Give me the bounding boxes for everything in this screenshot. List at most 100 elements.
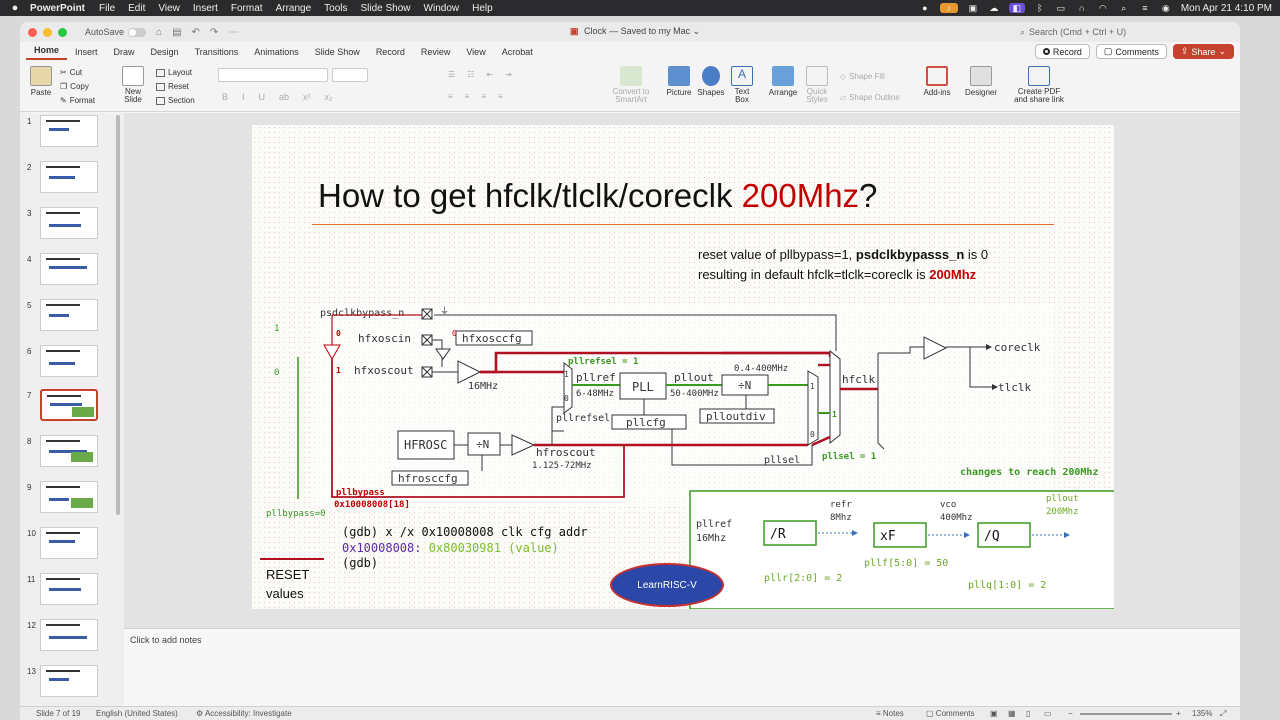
slide-thumbnail[interactable] — [40, 207, 98, 239]
slide-thumbnail-row[interactable]: 3 — [20, 207, 124, 247]
record-status-icon[interactable]: ● — [922, 3, 928, 13]
align-center-icon[interactable]: ≡ — [464, 92, 470, 101]
tab-record[interactable]: Record — [375, 47, 405, 57]
normal-view-icon[interactable]: ▣ — [990, 709, 998, 718]
superscript-icon[interactable]: x² — [303, 92, 311, 102]
undo-icon[interactable]: ↶ — [191, 26, 200, 38]
thumbnail-scrollbar[interactable] — [116, 115, 120, 515]
redo-icon[interactable]: ↷ — [209, 26, 219, 38]
slide-thumbnail[interactable] — [40, 573, 98, 605]
microphone-icon[interactable]: ♪ — [939, 3, 958, 13]
menu-help[interactable]: Help — [472, 2, 493, 14]
designer-button[interactable]: Designer — [962, 66, 1000, 97]
share-button[interactable]: ⇪Share⌄ — [1172, 44, 1234, 59]
slide-thumbnail-row[interactable]: 8 — [20, 435, 124, 475]
new-slide-button[interactable]: New Slide — [118, 66, 148, 104]
menu-tools[interactable]: Tools — [324, 2, 348, 14]
reset-values-label[interactable]: RESET values — [266, 567, 310, 601]
underline-icon[interactable]: U — [258, 92, 266, 102]
menu-file[interactable]: File — [99, 2, 116, 14]
menu-edit[interactable]: Edit — [128, 2, 146, 14]
gdb-line3[interactable]: (gdb) — [342, 556, 379, 570]
comments-status-button[interactable]: ▢ Comments — [926, 709, 974, 718]
slide-thumbnail-row[interactable]: 6 — [20, 345, 124, 385]
slide-thumbnail[interactable] — [40, 435, 98, 467]
slide-thumbnail-row[interactable]: 2 — [20, 161, 124, 201]
reset-text-line1[interactable]: reset value of pllbypass=1, psdclkbypass… — [698, 247, 988, 262]
bluetooth-icon[interactable]: ᛒ — [1037, 3, 1043, 13]
menu-arrange[interactable]: Arrange — [275, 2, 312, 14]
minimize-window-button[interactable] — [43, 27, 52, 37]
slide-sorter-icon[interactable]: ▦ — [1008, 709, 1016, 718]
menubar-clock[interactable]: Mon Apr 21 4:10 PM — [1180, 2, 1272, 14]
slide-thumbnail[interactable] — [40, 665, 98, 697]
tab-slideshow[interactable]: Slide Show — [314, 47, 360, 57]
home-icon[interactable]: ⌂ — [156, 26, 163, 38]
notes-button[interactable]: ≡ Notes — [876, 709, 904, 718]
save-icon[interactable]: ▤ — [172, 26, 182, 38]
cloud-icon[interactable]: ☁ — [989, 3, 999, 13]
quick-styles-button[interactable]: Quick Styles — [802, 66, 832, 104]
arrange-button[interactable]: Arrange — [766, 66, 800, 97]
slide-thumbnail-row[interactable]: 11 — [20, 573, 124, 613]
strikethrough-icon[interactable]: ab — [279, 92, 290, 102]
autosave-toggle[interactable] — [128, 27, 147, 37]
search-icon[interactable]: ⌕ — [1121, 3, 1127, 13]
zoom-slider[interactable] — [1080, 713, 1172, 715]
slide-thumbnail-row[interactable]: 4 — [20, 253, 124, 293]
maximize-window-button[interactable] — [58, 27, 67, 37]
layout-button[interactable]: Layout — [156, 68, 192, 77]
slide-thumbnail[interactable] — [40, 253, 98, 285]
italic-icon[interactable]: I — [242, 92, 245, 102]
record-button[interactable]: Record — [1034, 44, 1090, 59]
apple-icon[interactable]: ● — [11, 2, 19, 14]
tab-design[interactable]: Design — [150, 47, 179, 57]
addins-button[interactable]: Add-ins — [920, 66, 954, 97]
tab-animations[interactable]: Animations — [254, 47, 299, 57]
menu-view[interactable]: View — [158, 2, 180, 14]
focus-icon[interactable]: ◧ — [1008, 3, 1025, 13]
comments-button[interactable]: ▢Comments — [1095, 44, 1167, 59]
menu-format[interactable]: Format — [230, 2, 263, 14]
slide-thumbnail[interactable] — [40, 527, 98, 559]
slide-thumbnail-row[interactable]: 13 — [20, 665, 124, 705]
zoom-level[interactable]: 135% — [1192, 709, 1213, 718]
status-accessibility[interactable]: ⚙ Accessibility: Investigate — [196, 709, 292, 718]
menu-slideshow[interactable]: Slide Show — [360, 2, 411, 14]
indent-icon[interactable]: ⇤ — [486, 70, 494, 79]
bold-icon[interactable]: B — [222, 92, 229, 102]
slide-thumbnail-row[interactable]: 1 — [20, 115, 124, 155]
tab-view[interactable]: View — [466, 47, 486, 57]
slide[interactable]: How to get hfclk/tlclk/coreclk 200Mhz? r… — [252, 125, 1114, 609]
close-window-button[interactable] — [28, 27, 37, 37]
font-name-dropdown[interactable] — [218, 68, 328, 82]
reading-view-icon[interactable]: ▯ — [1026, 709, 1031, 718]
gdb-line2[interactable]: 0x10008008: 0x80030981 (value) — [342, 541, 559, 555]
screen-icon[interactable]: ▣ — [968, 3, 978, 13]
menu-app-name[interactable]: PowerPoint — [30, 2, 86, 14]
tab-acrobat[interactable]: Acrobat — [501, 47, 533, 57]
slide-title[interactable]: How to get hfclk/tlclk/coreclk 200Mhz? — [318, 177, 877, 215]
zoom-out-icon[interactable]: − — [1068, 709, 1073, 718]
cut-button[interactable]: ✂Cut — [60, 68, 82, 77]
slide-thumbnail[interactable] — [40, 481, 98, 513]
justify-icon[interactable]: ≡ — [498, 92, 503, 101]
slide-thumbnail[interactable] — [40, 161, 98, 193]
menu-window[interactable]: Window — [423, 2, 460, 14]
slide-thumbnail-row[interactable]: 10 — [20, 527, 124, 567]
clock-diagram[interactable]: psdclkbypass_n ⏚ hfxoscin hfxosccfg hfxo… — [252, 125, 1114, 609]
search-box[interactable]: ⌕ Search (Cmd + Ctrl + U) — [1020, 25, 1210, 39]
slide-thumbnail[interactable] — [40, 299, 98, 331]
format-painter-button[interactable]: ✎Format — [60, 96, 95, 105]
tab-review[interactable]: Review — [420, 47, 451, 57]
wifi-icon[interactable]: ◠ — [1098, 3, 1107, 13]
control-center-icon[interactable]: ≡ — [1142, 3, 1148, 13]
tab-insert[interactable]: Insert — [75, 47, 98, 57]
textbox-button[interactable]: A Text Box — [728, 66, 756, 104]
shape-outline-button[interactable]: ▱Shape Outline — [840, 93, 900, 102]
shapes-button[interactable]: Shapes — [696, 66, 726, 97]
copy-button[interactable]: ❐Copy — [60, 82, 89, 91]
zoom-in-icon[interactable]: + — [1176, 709, 1181, 718]
document-title[interactable]: ▣ Clock — Saved to my Mac ⌄ — [570, 26, 700, 37]
slide-thumbnail[interactable] — [40, 619, 98, 651]
